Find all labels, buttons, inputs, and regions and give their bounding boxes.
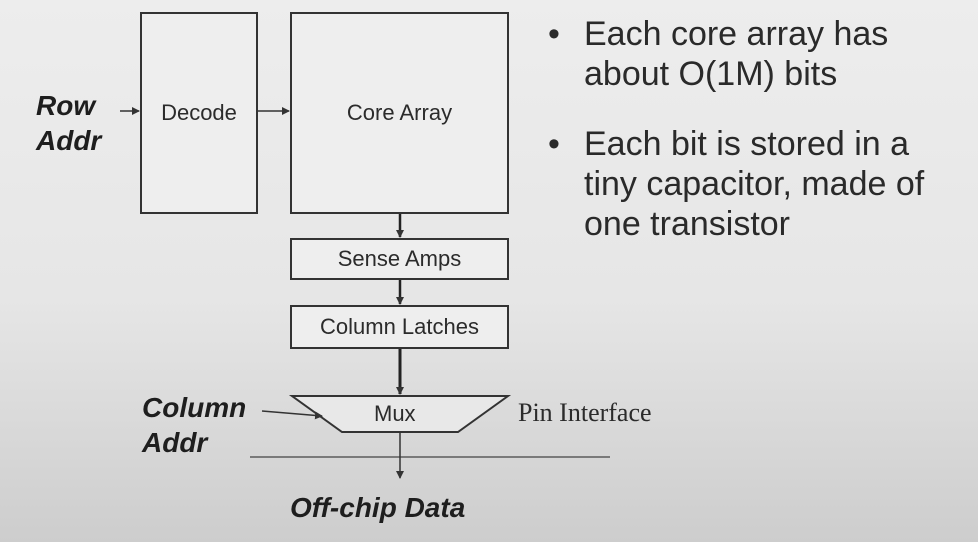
sense-amps-label: Sense Amps — [337, 246, 462, 271]
bullet-list: • Each core array has about O(1M) bits •… — [548, 14, 968, 275]
column-addr-line2: Addr — [142, 427, 208, 458]
column-addr-label: Column Addr — [142, 390, 246, 460]
decode-label: Decode — [161, 100, 237, 125]
core-array-label: Core Array — [346, 100, 453, 125]
mux-label: Mux — [374, 401, 416, 426]
column-latches-label: Column Latches — [320, 314, 479, 339]
off-chip-data-label: Off-chip Data — [290, 492, 466, 523]
bullet-text: Each core array has about O(1M) bits — [584, 15, 889, 94]
bullet-item: • Each bit is stored in a tiny capacitor… — [548, 124, 968, 244]
bullet-text: Each bit is stored in a tiny capacitor, … — [584, 125, 925, 244]
sense-amps-block: Sense Amps — [290, 238, 509, 280]
bullet-item: • Each core array has about O(1M) bits — [548, 14, 968, 94]
bullet-marker: • — [548, 125, 560, 164]
bullet-marker: • — [548, 15, 560, 53]
row-addr-line1: Row — [36, 90, 96, 121]
column-latches-block: Column Latches — [290, 305, 509, 349]
column-addr-line1: Column — [142, 392, 247, 423]
pin-interface-label: Pin Interface — [518, 398, 652, 427]
row-addr-line2: Addr — [36, 125, 102, 156]
core-array-block: Core Array — [290, 12, 509, 214]
row-addr-label: Row Addr — [36, 88, 101, 158]
mux-shape — [288, 395, 512, 433]
decode-block: Decode — [140, 12, 258, 214]
column-addr-arrow — [261, 410, 323, 420]
